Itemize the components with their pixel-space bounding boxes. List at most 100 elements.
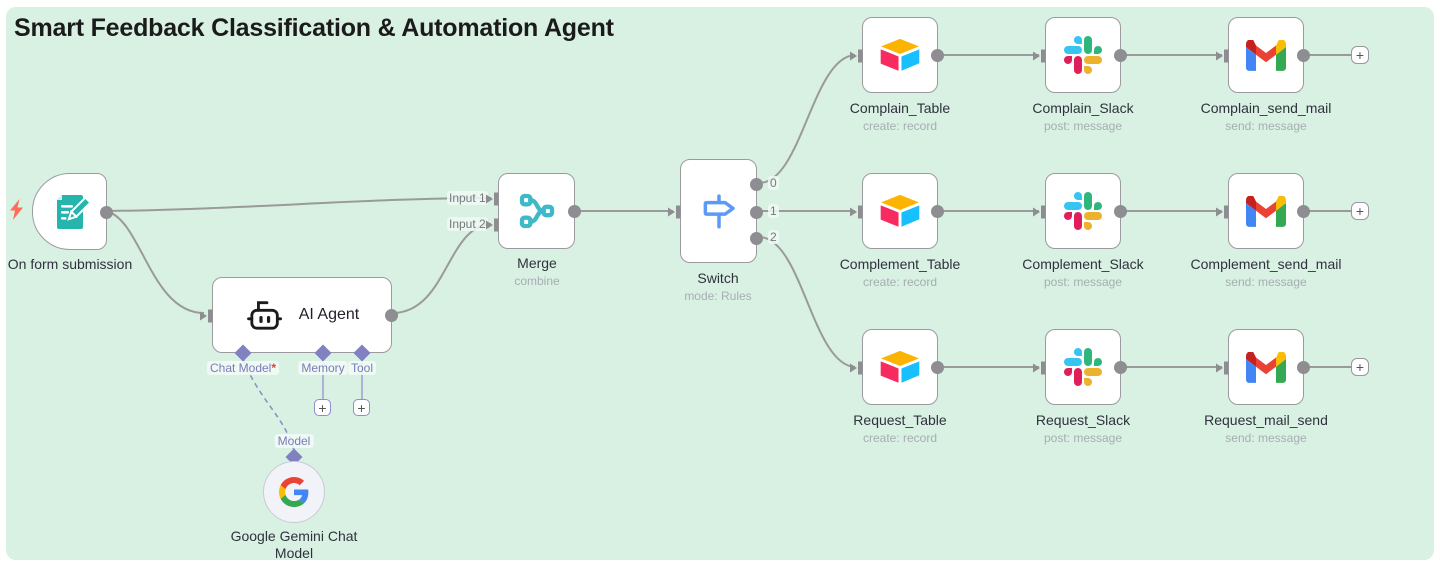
add-node-button[interactable]: + xyxy=(1351,46,1369,64)
merge-input1-label: Input 1 xyxy=(447,191,488,205)
google-g-icon xyxy=(279,477,309,507)
slack-icon xyxy=(1064,348,1102,386)
node-label: Model xyxy=(274,545,314,561)
workflow-title: Smart Feedback Classification & Automati… xyxy=(14,14,614,42)
node-label: Switch xyxy=(697,270,739,286)
node-label: Request_mail_send xyxy=(1204,412,1328,428)
output-port[interactable] xyxy=(568,205,581,218)
node-label: Complain_send_mail xyxy=(1200,100,1332,116)
switch-output1-label: 1 xyxy=(768,204,779,218)
node-label: Request_Slack xyxy=(1035,412,1131,428)
airtable-icon xyxy=(880,350,920,383)
output-port[interactable] xyxy=(931,205,944,218)
input-port[interactable] xyxy=(1033,205,1046,219)
node-label: On form submission xyxy=(7,256,133,272)
plus-icon: + xyxy=(1355,47,1365,63)
node-label: Complement_send_mail xyxy=(1190,256,1342,272)
output-port[interactable] xyxy=(385,309,398,322)
robot-icon xyxy=(246,301,282,330)
node-subtitle: send: message xyxy=(1225,119,1307,133)
node-subtitle: create: record xyxy=(862,119,938,133)
output-port[interactable] xyxy=(100,206,113,219)
node-subtitle: post: message xyxy=(1043,119,1123,133)
input-port[interactable] xyxy=(850,361,863,375)
add-memory-button[interactable]: + xyxy=(314,399,331,416)
node-request-mail-send[interactable] xyxy=(1216,329,1310,405)
output-port[interactable] xyxy=(1114,361,1127,374)
node-ai-agent[interactable]: AI Agent xyxy=(200,277,398,353)
airtable-icon xyxy=(880,38,920,71)
node-complement-slack[interactable] xyxy=(1033,173,1127,249)
node-label: Complain_Slack xyxy=(1032,100,1134,116)
node-switch[interactable] xyxy=(668,159,763,263)
node-request-table[interactable] xyxy=(850,329,944,405)
input-port[interactable] xyxy=(486,218,499,232)
gmail-icon xyxy=(1246,351,1286,383)
merge-icon xyxy=(519,193,554,229)
node-request-slack[interactable] xyxy=(1033,329,1127,405)
airtable-icon xyxy=(880,194,920,227)
node-subtitle: post: message xyxy=(1043,275,1123,289)
output-port-0[interactable] xyxy=(750,178,763,191)
output-port[interactable] xyxy=(931,361,944,374)
add-node-button[interactable]: + xyxy=(1351,202,1369,220)
input-port[interactable] xyxy=(200,309,213,323)
node-label: Request_Table xyxy=(853,412,947,428)
output-port[interactable] xyxy=(1114,49,1127,62)
node-complement-table[interactable] xyxy=(850,173,944,249)
plus-icon: + xyxy=(357,399,366,416)
node-inner-label: AI Agent xyxy=(298,306,360,323)
node-subtitle: post: message xyxy=(1043,431,1123,445)
output-port-1[interactable] xyxy=(750,206,763,219)
output-port[interactable] xyxy=(1114,205,1127,218)
input-port[interactable] xyxy=(668,205,681,219)
port-label-chat-model: Chat Model* xyxy=(206,361,280,375)
node-subtitle: send: message xyxy=(1225,275,1307,289)
switch-output0-label: 0 xyxy=(768,176,779,190)
input-port[interactable] xyxy=(1216,361,1229,375)
gmail-icon xyxy=(1246,39,1286,71)
node-label: Merge xyxy=(517,255,557,271)
node-google-gemini-chat-model[interactable] xyxy=(263,461,325,523)
node-on-form-submission[interactable] xyxy=(32,173,113,250)
input-port[interactable] xyxy=(850,205,863,219)
add-tool-button[interactable]: + xyxy=(353,399,370,416)
switch-output2-label: 2 xyxy=(768,230,779,244)
node-subtitle: combine xyxy=(514,274,560,288)
plus-icon: + xyxy=(1355,203,1365,219)
slack-icon xyxy=(1064,192,1102,230)
slack-icon xyxy=(1064,36,1102,74)
node-label: Google Gemini Chat xyxy=(230,528,358,544)
input-port[interactable] xyxy=(1033,49,1046,63)
node-subtitle: create: record xyxy=(862,275,938,289)
input-port[interactable] xyxy=(486,192,499,206)
input-port[interactable] xyxy=(1216,49,1229,63)
merge-input2-label: Input 2 xyxy=(447,217,488,231)
lightning-bolt-icon xyxy=(10,199,23,220)
output-port[interactable] xyxy=(931,49,944,62)
output-port[interactable] xyxy=(1297,361,1310,374)
output-port[interactable] xyxy=(1297,49,1310,62)
input-port[interactable] xyxy=(850,49,863,63)
node-complain-slack[interactable] xyxy=(1033,17,1127,93)
output-port-2[interactable] xyxy=(750,232,763,245)
gmail-icon xyxy=(1246,195,1286,227)
node-label: Complain_Table xyxy=(849,100,951,116)
node-subtitle: mode: Rules xyxy=(684,289,752,303)
output-port[interactable] xyxy=(1297,205,1310,218)
plus-icon: + xyxy=(318,399,327,416)
node-subtitle: create: record xyxy=(862,431,938,445)
node-complain-send-mail[interactable] xyxy=(1216,17,1310,93)
add-node-button[interactable]: + xyxy=(1351,358,1369,376)
node-complement-send-mail[interactable] xyxy=(1216,173,1310,249)
node-merge[interactable] xyxy=(486,173,581,249)
port-label-memory: Memory xyxy=(298,361,348,375)
plus-icon: + xyxy=(1355,359,1365,375)
node-complain-table[interactable] xyxy=(850,17,944,93)
input-port[interactable] xyxy=(1216,205,1229,219)
form-trigger-icon xyxy=(56,194,90,229)
input-port[interactable] xyxy=(1033,361,1046,375)
port-label-tool: Tool xyxy=(347,361,377,375)
switch-icon xyxy=(703,194,735,229)
node-label: Complement_Slack xyxy=(1022,256,1144,272)
